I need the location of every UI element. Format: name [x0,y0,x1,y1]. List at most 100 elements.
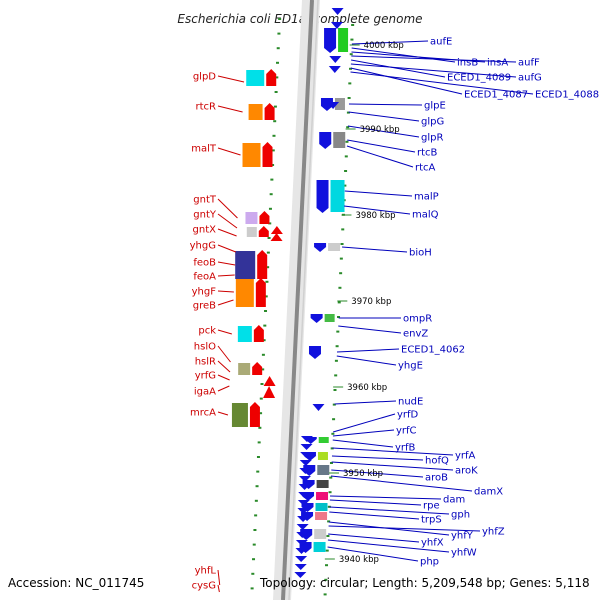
leader-line [344,190,413,197]
reverse-gene-arrow [296,532,309,538]
leader-line [336,348,400,353]
gene-label-cysG: cysG [192,581,216,592]
reverse-gene-arrow [295,548,308,554]
gene-label-yrfC: yrfC [396,426,417,437]
leader-line [328,525,481,532]
reverse-gene-arrow [300,452,313,458]
reverse-gene-box [313,542,326,552]
gene-label-nudE: nudE [398,397,423,408]
gene-labels: glpDrtcRmalTgntTgntYgntXyhgGfeoBfeoAyhgF… [190,37,600,592]
gene-label-php: php [420,557,439,568]
forward-gene-arrow [253,325,264,342]
reverse-gene-box [316,480,329,488]
gene-label-pck: pck [198,326,216,337]
gene-label-yhgF: yhgF [192,287,217,298]
forward-gene-arrow [270,226,283,234]
reverse-gene-arrow [327,102,340,109]
tick-dot [323,593,327,596]
tick-dot [272,134,276,137]
forward-gene-box [238,363,251,375]
reverse-gene-box [333,132,346,148]
tick-dot [270,178,274,181]
tick-dot [269,193,273,196]
leader-line [217,345,231,363]
reverse-gene-arrow [294,572,307,578]
gene-label-hslR: hslR [195,357,216,368]
forward-gene-box [248,104,263,120]
leader-line [217,360,231,373]
tick-dot [339,272,343,275]
gene-label-yhgE: yhgE [398,361,423,372]
reverse-gene-box [324,314,335,322]
reverse-gene-box [334,98,345,110]
leader-line [331,455,424,461]
tick-dot [334,374,338,377]
forward-gene-box [235,279,254,307]
gene-features [231,8,349,578]
tick-dot [274,91,278,93]
gene-label-feoB: feoB [193,258,216,269]
forward-gene-arrow [263,376,276,386]
tick-dot [324,578,328,581]
tick-dot [262,339,266,342]
leader-line [217,75,245,83]
gene-label-greB: greB [193,301,216,312]
tick-dot [334,359,338,362]
accession-text: Accession: NC_011745 [8,576,144,590]
leader-line [217,374,230,381]
tick-dot [259,397,263,400]
tick-dot [327,505,331,508]
reverse-gene-arrow [298,492,311,498]
reverse-gene-arrow [296,524,309,530]
gene-label-malQ: malQ [412,210,439,221]
gene-label-dam: dam [443,495,465,506]
gene-label-gntT: gntT [193,195,217,206]
leader-line [334,400,397,405]
leader-line [329,511,420,520]
forward-gene-box [246,227,257,237]
gene-label-yrfB: yrfB [395,443,416,454]
gene-label-bioH: bioH [409,248,432,259]
leader-line [217,198,238,219]
gene-label-glpD: glpD [193,72,216,83]
gene-label-aroB: aroB [425,473,448,484]
reverse-gene-arrow [320,98,333,111]
reverse-gene-box [314,529,327,539]
reverse-gene-box [317,452,328,460]
reverse-gene-arrow [297,508,310,514]
tick-dot [253,529,257,531]
forward-gene-arrow [270,233,283,241]
reverse-gene-arrow [295,540,308,546]
forward-gene-box [235,251,256,279]
gene-label-aufE: aufE [430,37,452,48]
tick-dot [255,485,259,488]
gene-label-yhfX: yhfX [421,538,444,549]
leader-line [338,325,402,334]
reverse-gene-arrow [297,516,310,522]
scale-label: 3980 kbp [355,211,395,221]
tick-dot [263,324,267,327]
tick-dot [257,441,261,444]
gene-label-aufG: aufG [518,73,542,84]
axis-line [281,0,314,600]
leader-line [336,355,397,366]
tick-dot [276,47,280,50]
leader-line [332,439,394,448]
tick-dot [332,403,336,406]
tick-dot [330,447,334,450]
leader-line [348,111,420,122]
tick-dot [336,330,340,333]
gene-label-malT: malT [191,144,217,155]
reverse-gene-box [315,503,328,511]
tick-dot [326,535,330,537]
axis-edge [288,0,319,600]
forward-gene-box [231,403,248,427]
tick-dot [264,295,268,298]
reverse-gene-arrow [310,314,323,323]
leader-line [331,469,424,478]
leader-line [348,103,423,106]
tick-dot [335,345,339,348]
reverse-gene-arrow [312,404,325,411]
leader-line [217,261,236,266]
